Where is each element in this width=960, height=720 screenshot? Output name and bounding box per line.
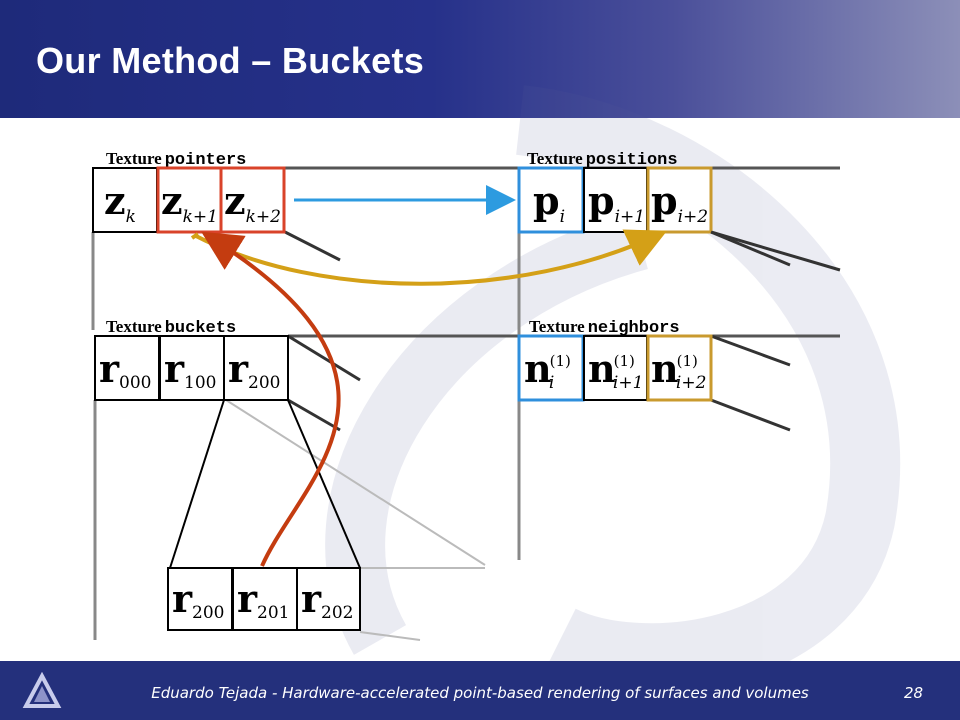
arrow-position-to-pointer bbox=[195, 229, 668, 286]
bucket-r200-text: r200 bbox=[228, 346, 280, 393]
bucket-cell-r100 bbox=[159, 335, 225, 401]
position-pi2-text: pi+2 bbox=[651, 178, 708, 227]
detail-cell-r200 bbox=[167, 567, 233, 631]
neighbor-cell-ni bbox=[517, 334, 585, 402]
pointer-cell-zk bbox=[92, 167, 158, 233]
buckets-side-line-2 bbox=[287, 398, 341, 432]
position-pi-text: pi bbox=[533, 178, 565, 227]
detail-cell-r201 bbox=[232, 567, 298, 631]
bucket-r000-text: r000 bbox=[99, 346, 151, 393]
institution-logo-icon bbox=[22, 672, 62, 708]
header-bar bbox=[0, 0, 960, 118]
neighbor-ni2-text: n(1)i+2 bbox=[651, 346, 706, 393]
pointer-cell-zk1 bbox=[156, 166, 223, 234]
arrow-gold-tail bbox=[190, 232, 200, 240]
detail-r200-text: r200 bbox=[172, 576, 224, 623]
footer-text: Eduardo Tejada - Hardware-accelerated po… bbox=[151, 684, 809, 702]
neighbor-ni-text: n(1)i bbox=[524, 346, 571, 393]
neighbors-side-line-2 bbox=[710, 398, 791, 432]
pointers-side-line bbox=[284, 230, 341, 262]
positions-side-line-2 bbox=[710, 230, 791, 267]
position-pi1-text: pi+1 bbox=[588, 178, 645, 227]
bucket-detail: r200 r201 r202 bbox=[167, 399, 485, 641]
pointer-zk-text: zk bbox=[104, 178, 136, 227]
page-number: 28 bbox=[904, 684, 924, 702]
bucket-zoom-line-left bbox=[169, 399, 225, 569]
position-cell-pi2 bbox=[646, 166, 713, 234]
bucket-cell-r000 bbox=[94, 335, 160, 401]
positions-side-line bbox=[710, 230, 841, 272]
detail-r201-text: r201 bbox=[237, 576, 289, 623]
buckets-perspective-line bbox=[225, 399, 486, 566]
buckets-side-line bbox=[287, 334, 361, 382]
neighbors-side-line bbox=[710, 334, 791, 367]
slide-title: Our Method – Buckets bbox=[36, 40, 425, 81]
detail-r202-text: r202 bbox=[301, 576, 353, 623]
arrow-bucket-to-pointer bbox=[201, 231, 341, 567]
bucket-zoom-line-right bbox=[287, 399, 361, 569]
bucket-r100-text: r100 bbox=[164, 346, 216, 393]
bucket-cell-r200 bbox=[223, 335, 289, 401]
position-cell-pi1 bbox=[583, 167, 648, 233]
neighbor-cell-ni2 bbox=[646, 334, 713, 402]
footer-bar bbox=[0, 661, 960, 720]
pointer-zk2-text: zk+2 bbox=[224, 178, 281, 227]
neighbor-ni1-text: n(1)i+1 bbox=[588, 346, 643, 393]
detail-cell-r202 bbox=[296, 567, 361, 631]
bucket-detail-side-line bbox=[359, 631, 421, 641]
pointer-cell-zk2 bbox=[219, 166, 286, 234]
pointer-zk1-text: zk+1 bbox=[161, 178, 218, 227]
